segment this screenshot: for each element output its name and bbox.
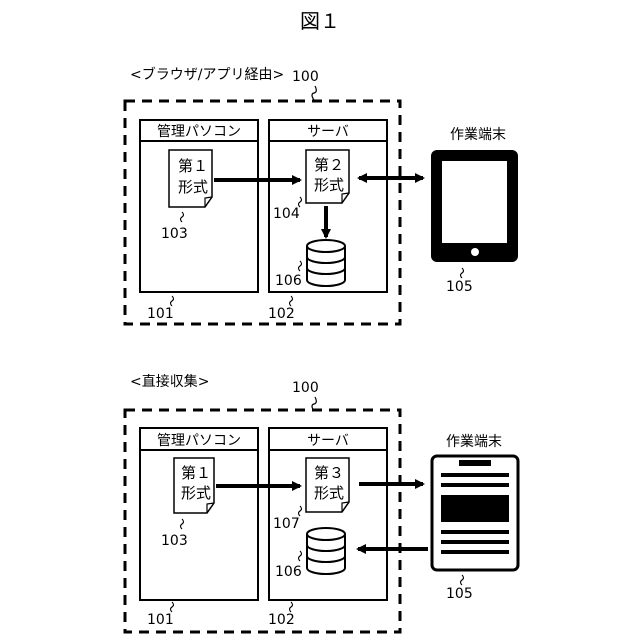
document-label-line2: 形式: [314, 484, 344, 502]
leader-line: [461, 575, 464, 585]
document-label-line1: 第１: [181, 464, 211, 482]
pc-title: 管理パソコン: [157, 433, 241, 449]
leader-line: [312, 86, 316, 100]
pc-title: 管理パソコン: [157, 124, 241, 140]
terminal-label: 作業端末: [450, 127, 506, 143]
database-ref-label: 106: [275, 273, 302, 289]
database-icon: [307, 240, 345, 286]
document-label-line1: 第３: [314, 464, 344, 482]
terminal-label: 作業端末: [446, 434, 502, 450]
leader-line: [171, 296, 174, 306]
leader-line: [290, 296, 293, 306]
server-ref-label: 102: [268, 306, 295, 322]
document-label-line1: 第１: [178, 157, 208, 175]
system-ref-label: 100: [292, 69, 319, 85]
server-title: サーバ: [307, 433, 349, 449]
scenario-direct-collection: <直接収集> 100 管理パソコン 101 サーバ 102 第１ 形式 103: [125, 373, 518, 632]
database-icon: [307, 528, 345, 574]
scenario-caption: <直接収集>: [130, 373, 209, 390]
document-label-line2: 形式: [178, 178, 208, 196]
scenario-caption: <ブラウザ/アプリ経由>: [130, 66, 284, 83]
document-ref-label: 103: [161, 226, 188, 242]
document-ref-label: 103: [161, 533, 188, 549]
tablet-icon: [431, 150, 518, 262]
leader-line: [171, 602, 174, 612]
figure-title: 図１: [300, 9, 340, 33]
scenario-browser-app: <ブラウザ/アプリ経由> 100 管理パソコン 101 サーバ 102 第１ 形…: [125, 66, 518, 324]
pc-ref-label: 101: [147, 612, 174, 628]
management-pc-box: 管理パソコン: [140, 428, 258, 600]
document-ref-label: 104: [273, 206, 300, 222]
terminal-ref-label: 105: [446, 279, 473, 295]
terminal-ref-label: 105: [446, 586, 473, 602]
server-title: サーバ: [307, 124, 349, 140]
server-ref-label: 102: [268, 612, 295, 628]
document-ref-label: 107: [273, 516, 300, 532]
database-ref-label: 106: [275, 564, 302, 580]
system-ref-label: 100: [292, 380, 319, 396]
leader-line: [461, 268, 464, 278]
pc-ref-label: 101: [147, 306, 174, 322]
device-screen-icon: [432, 456, 518, 570]
document-label-line1: 第２: [314, 156, 344, 174]
document-label-line2: 形式: [314, 176, 344, 194]
leader-line: [290, 602, 293, 612]
document-label-line2: 形式: [181, 484, 211, 502]
